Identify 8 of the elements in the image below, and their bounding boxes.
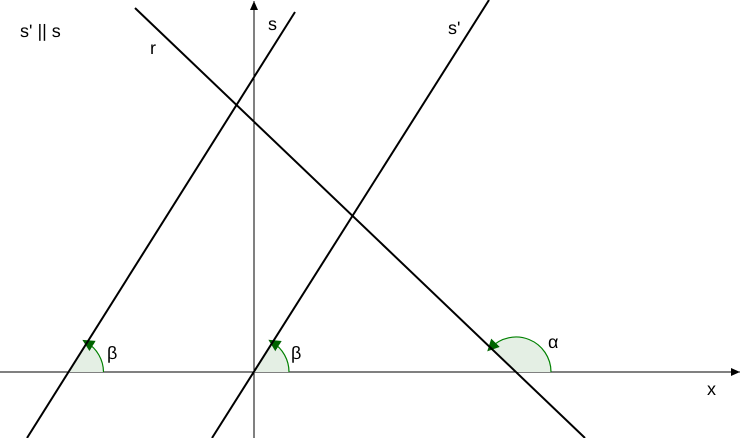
line-label: r (150, 38, 156, 58)
axis-label: x (707, 379, 716, 399)
line-label: s (268, 14, 277, 34)
angle-label: β (291, 343, 302, 363)
angle-label: β (107, 343, 118, 363)
line-label: s' (448, 18, 460, 38)
angle-label: α (548, 332, 558, 352)
parallel-note: s' || s (20, 21, 61, 41)
